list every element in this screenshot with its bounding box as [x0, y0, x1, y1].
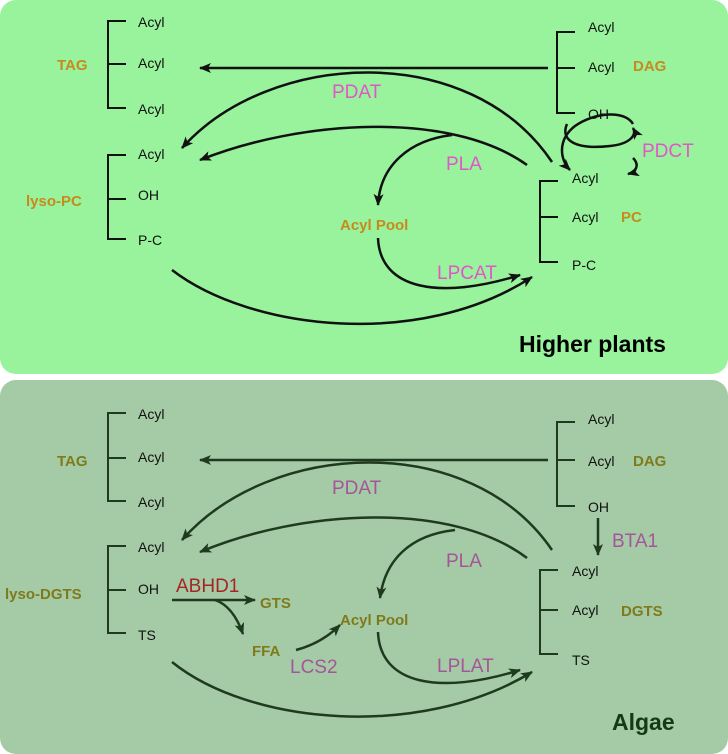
- pla-to-lyso-pc-arrow: [199, 125, 528, 167]
- higher-plants-diagram: Acyl Acyl Acyl TAG Acyl Acyl OH DAG Acyl…: [26, 14, 694, 357]
- tag-chain-1: Acyl: [138, 14, 164, 30]
- algae-pla-to-lyso-arrow: [199, 516, 528, 559]
- algae-dag-chain-1: Acyl: [588, 411, 614, 427]
- pc-chain-1: Acyl: [572, 170, 598, 186]
- pc-chain-3: P-C: [572, 257, 596, 273]
- lplat-enzyme: LPLAT: [437, 656, 494, 677]
- lyso-pc-molecule: [107, 154, 126, 240]
- lcs2-enzyme: LCS2: [290, 657, 338, 678]
- algae-dag-molecule: [556, 421, 575, 507]
- algae-pdat-acyl-transfer-arrow: [181, 461, 554, 551]
- lyso-pc-to-pc-arrow: [171, 269, 533, 326]
- abhd1-to-ffa-arrow: [214, 598, 245, 635]
- algae-dag-chain-2: Acyl: [588, 453, 614, 469]
- algae-title: Algae: [612, 709, 675, 735]
- pla-to-acyl-pool-arrow: [373, 133, 453, 206]
- dgts-molecule: [539, 569, 558, 655]
- algae-tag-label: TAG: [57, 453, 88, 470]
- lpcat-enzyme: LPCAT: [437, 263, 497, 284]
- tag-label: TAG: [57, 57, 88, 74]
- algae-tag-chain-1: Acyl: [138, 406, 164, 422]
- abhd1-enzyme: ABHD1: [176, 576, 239, 597]
- pdct-enzyme: PDCT: [642, 141, 694, 162]
- lyso-pc-label: lyso-PC: [26, 193, 82, 210]
- gts-label: GTS: [260, 595, 291, 612]
- lyso-dgts-molecule: [107, 545, 126, 634]
- ffa-label: FFA: [252, 643, 280, 660]
- pdct-arrow-upper: [564, 123, 643, 149]
- dag-molecule: [556, 31, 575, 114]
- algae-tag-chain-3: Acyl: [138, 494, 164, 510]
- tag-molecule: [107, 20, 126, 109]
- pdct-arrow-lower: [558, 113, 635, 171]
- lyso-dgts-chain-2: OH: [138, 581, 159, 597]
- lcs2-arrow: [295, 624, 341, 652]
- algae-pla-enzyme: PLA: [446, 551, 482, 572]
- pc-label: PC: [621, 209, 642, 226]
- tag-chain-2: Acyl: [138, 55, 164, 71]
- lyso-dgts-chain-3: TS: [138, 627, 156, 643]
- dgts-chain-2: Acyl: [572, 602, 598, 618]
- algae-dag-chain-3: OH: [588, 499, 609, 515]
- dgts-chain-1: Acyl: [572, 563, 598, 579]
- algae-lyso-to-dgts-arrow: [171, 661, 533, 718]
- lyso-dgts-chain-1: Acyl: [138, 539, 164, 555]
- lyso-pc-chain-1: Acyl: [138, 146, 164, 162]
- algae-panel: [0, 380, 728, 754]
- dag-label: DAG: [633, 58, 666, 75]
- algae-acyl-pool-label: Acyl Pool: [340, 612, 408, 629]
- dgts-chain-3: TS: [572, 652, 590, 668]
- higher-plants-panel: [0, 0, 728, 374]
- algae-dag-label: DAG: [633, 453, 666, 470]
- pc-chain-2: Acyl: [572, 209, 598, 225]
- algae-pla-to-acyl-pool-arrow: [376, 528, 456, 599]
- lyso-dgts-label: lyso-DGTS: [5, 586, 82, 603]
- higher-plants-title: Higher plants: [519, 331, 666, 357]
- lpcat-arrow: [376, 237, 521, 290]
- algae-pdat-enzyme: PDAT: [332, 478, 382, 499]
- pdat-acyl-transfer-arrow: [181, 71, 554, 163]
- lyso-pc-chain-2: OH: [138, 187, 159, 203]
- algae-tag-chain-2: Acyl: [138, 449, 164, 465]
- algae-diagram: Acyl Acyl Acyl TAG Acyl Acyl OH DAG Acyl…: [5, 406, 675, 735]
- pla-enzyme: PLA: [446, 154, 482, 175]
- dgts-label: DGTS: [621, 603, 663, 620]
- tag-chain-3: Acyl: [138, 101, 164, 117]
- dag-chain-2: Acyl: [588, 59, 614, 75]
- algae-tag-molecule: [107, 412, 126, 502]
- bta1-enzyme: BTA1: [612, 531, 658, 552]
- dag-chain-1: Acyl: [588, 19, 614, 35]
- pc-molecule: [539, 180, 558, 263]
- pdat-enzyme: PDAT: [332, 82, 382, 103]
- lyso-pc-chain-3: P-C: [138, 232, 162, 248]
- lplat-arrow: [376, 631, 521, 685]
- acyl-pool-label: Acyl Pool: [340, 217, 408, 234]
